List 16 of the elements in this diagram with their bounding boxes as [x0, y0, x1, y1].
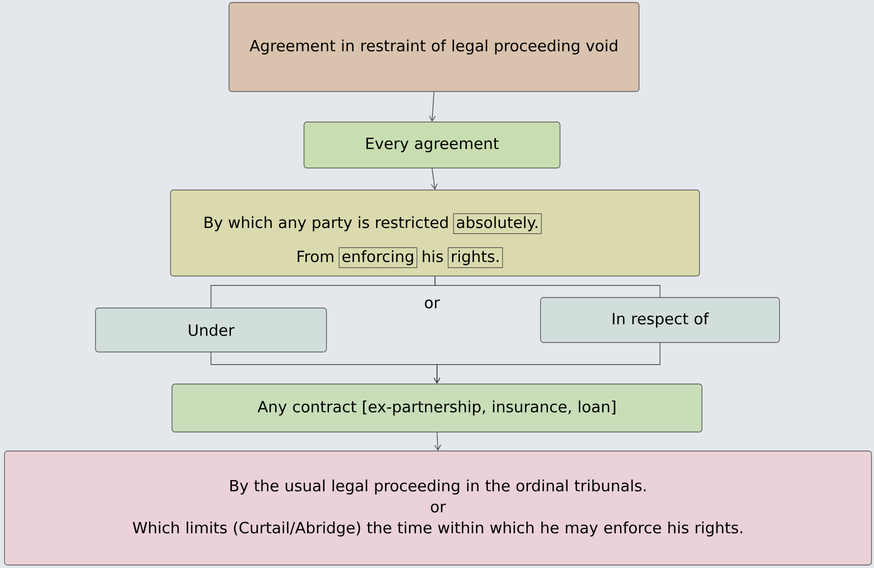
- process-box: Every agreement: [304, 122, 560, 168]
- or-label: or: [424, 300, 440, 308]
- framed-word: enforcing: [338, 247, 418, 268]
- connector: [434, 342, 660, 384]
- process-box: By the usual legal proceeding in the ordinal tribunals. or Which limits (Curtail/Abridge) the time within which he may enforce his rights.: [4, 450, 872, 566]
- box-text: his: [422, 250, 443, 262]
- process-box: Agreement in restraint of legal proceeding void: [228, 2, 640, 92]
- connector: [429, 92, 436, 122]
- framed-word: rights.: [448, 247, 503, 268]
- process-box: In respect of: [540, 297, 780, 343]
- connector: [434, 432, 442, 451]
- process-box: Any contract [ex-partnership, insurance, loan]: [172, 384, 702, 432]
- process-box: Under: [95, 308, 327, 352]
- framed-word: absolutely.: [453, 213, 542, 234]
- connector: [430, 168, 438, 190]
- connector: [434, 276, 660, 298]
